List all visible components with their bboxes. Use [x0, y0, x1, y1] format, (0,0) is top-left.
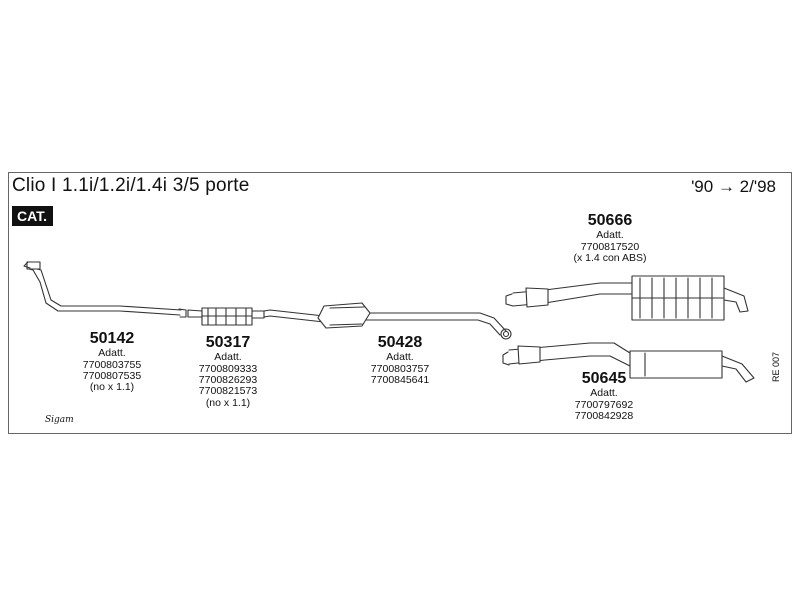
- part-line: 7700821573: [198, 385, 258, 398]
- part-line: Adatt.: [386, 351, 414, 364]
- brand-logo: Sigam: [45, 415, 74, 425]
- catalyst-badge: CAT.: [12, 206, 54, 226]
- part-line: Adatt.: [98, 347, 126, 360]
- part-line: 7700826293: [198, 373, 258, 386]
- part-line: 7700803757: [370, 362, 430, 375]
- catalog-code: RE 007: [771, 351, 781, 382]
- rear-silencer-50666-drawing: [505, 275, 749, 321]
- catalytic-converter-drawing: [187, 307, 265, 326]
- part-line: 7700807535: [82, 369, 142, 382]
- part-line: 7700817520: [580, 240, 640, 253]
- part-number: 50428: [377, 334, 423, 351]
- part-line: 7700797692: [574, 398, 634, 411]
- part-line: 7700809333: [198, 362, 258, 375]
- part-50666-label: 50666 Adatt. 7700817520 (x 1.4 con ABS): [560, 212, 660, 264]
- part-line: 7700842928: [574, 409, 634, 422]
- part-line: 7700803755: [82, 358, 142, 371]
- part-line: (no x 1.1): [89, 381, 135, 394]
- part-line: Adatt.: [214, 351, 242, 364]
- part-50645-label: 50645 Adatt. 7700797692 7700842928: [554, 370, 654, 422]
- part-number: 50645: [581, 370, 627, 387]
- vehicle-title: Clio I 1.1i/1.2i/1.4i 3/5 porte: [12, 175, 250, 196]
- part-50142-label: 50142 Adatt. 7700803755 7700807535 (no x…: [62, 330, 162, 394]
- part-number: 50142: [89, 330, 135, 347]
- rear-silencer-50645-drawing: [502, 342, 755, 383]
- intermediate-pipe-drawing: [263, 302, 512, 340]
- part-line: 7700845641: [370, 373, 430, 386]
- part-number: 50317: [205, 334, 251, 351]
- front-pipe-drawing: [23, 261, 187, 318]
- year-range: '90 → 2/'98: [691, 177, 776, 196]
- diagram-frame: [8, 172, 792, 434]
- part-line: (x 1.4 con ABS): [573, 251, 647, 264]
- part-line: (no x 1.1): [205, 396, 251, 409]
- part-line: Adatt.: [590, 387, 618, 400]
- part-line: Adatt.: [596, 229, 624, 242]
- part-50317-label: 50317 Adatt. 7700809333 7700826293 77008…: [178, 334, 278, 409]
- part-number: 50666: [587, 212, 633, 229]
- part-50428-label: 50428 Adatt. 7700803757 7700845641: [350, 334, 450, 386]
